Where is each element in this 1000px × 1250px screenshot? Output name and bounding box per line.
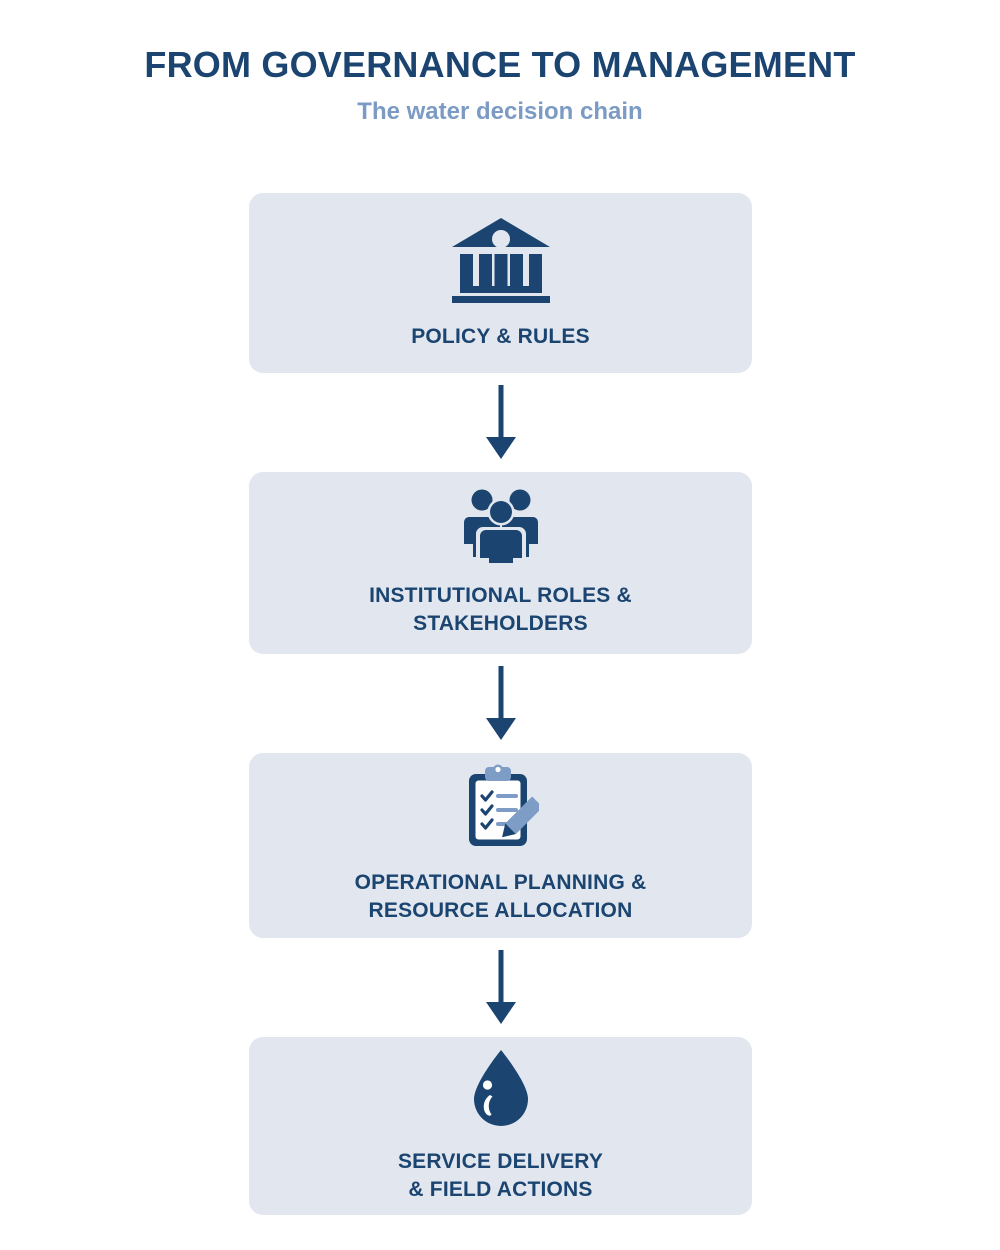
- flow-step-service-delivery[interactable]: SERVICE DELIVERY & FIELD ACTIONS: [249, 1037, 752, 1215]
- flow-connector-arrow-3: [249, 938, 752, 1037]
- arrow-down-icon: [484, 949, 518, 1026]
- clipboard-checklist-pencil-icon: [463, 764, 543, 855]
- flow-step-institutional-roles[interactable]: INSTITUTIONAL ROLES & STAKEHOLDERS: [249, 472, 752, 654]
- people-group-icon: [462, 487, 540, 579]
- bank-institution-icon: [449, 214, 553, 309]
- flow-step-label: OPERATIONAL PLANNING & RESOURCE ALLOCATI…: [354, 871, 647, 922]
- flow-connector-arrow-2: [249, 654, 752, 753]
- page-title: FROM GOVERNANCE TO MANAGEMENT: [144, 44, 856, 85]
- page-subtitle: The water decision chain: [357, 98, 643, 126]
- decision-chain-flow: POLICY & RULES: [249, 193, 752, 1215]
- flow-step-label: POLICY & RULES: [411, 324, 590, 348]
- flow-step-label: INSTITUTIONAL ROLES & STAKEHOLDERS: [369, 583, 632, 635]
- water-droplet-icon: [470, 1047, 532, 1134]
- flow-connector-arrow-1: [249, 373, 752, 472]
- flow-step-policy-rules[interactable]: POLICY & RULES: [249, 193, 752, 373]
- arrow-down-icon: [484, 384, 518, 461]
- header: FROM GOVERNANCE TO MANAGEMENT The water …: [0, 0, 1000, 127]
- flow-step-label: SERVICE DELIVERY & FIELD ACTIONS: [397, 1149, 604, 1201]
- flow-step-operational-planning[interactable]: OPERATIONAL PLANNING & RESOURCE ALLOCATI…: [249, 753, 752, 938]
- arrow-down-icon: [484, 665, 518, 742]
